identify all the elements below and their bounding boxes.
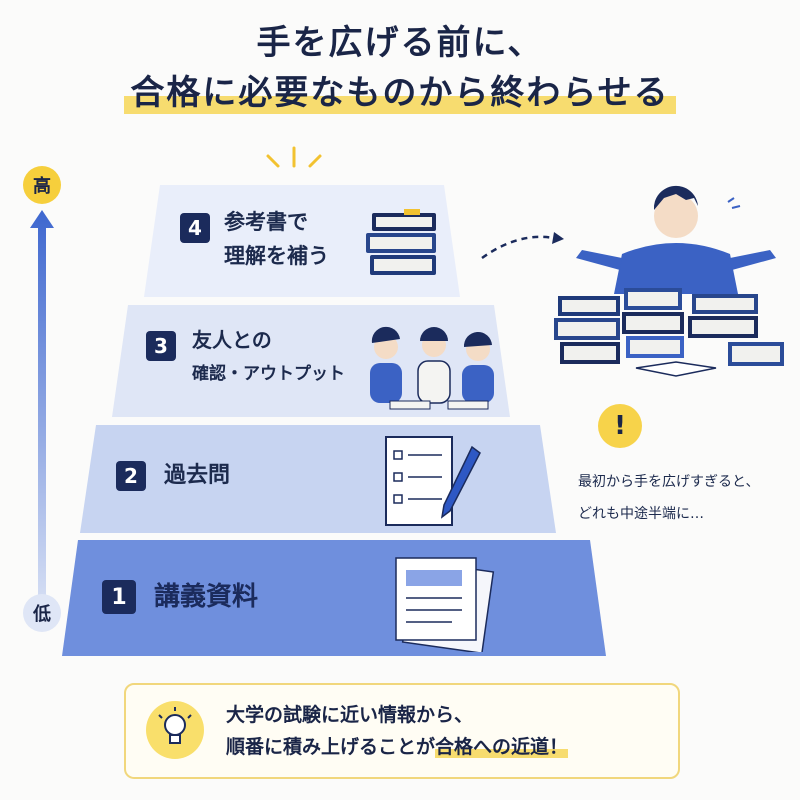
tier-3-badge: 3 [146, 331, 176, 361]
warning-text: 最初から手を広げすぎると、 どれも中途半端に… [578, 466, 798, 530]
message-line-2: 順番に積み上げることが [226, 736, 436, 758]
tier-1: 1 講義資料 [62, 540, 606, 656]
message-highlight: 合格への近道！ [435, 736, 569, 758]
tier-3-label-line-1: 友人との [192, 328, 272, 352]
sparkle-icon [266, 146, 322, 168]
tier-1-badge: 1 [102, 580, 136, 614]
warning-line-1: 最初から手を広げすぎると、 [578, 474, 760, 490]
tier-3-label-line-2: 確認・アウトプット [192, 364, 345, 384]
axis-high-label: 高 [23, 166, 61, 204]
tier-3: 3 友人との 確認・アウトプット [112, 305, 510, 417]
axis-low-label: 低 [23, 594, 61, 632]
tier-2-label: 過去問 [164, 463, 231, 488]
title-line-2: 合格に必要なものから終わらせる [124, 68, 676, 118]
title-line-1: 手を広げる前に、 [256, 23, 544, 63]
dashed-arrow-icon [481, 232, 564, 260]
tier-2-badge: 2 [116, 461, 146, 491]
message-box: 大学の試験に近い情報から、 順番に積み上げることが合格への近道！ [124, 683, 680, 779]
tier-4-badge: 4 [180, 213, 210, 243]
tier-1-label: 講義資料 [154, 582, 259, 612]
lecture-handout-icon [395, 557, 495, 652]
past-exam-icon [385, 436, 481, 526]
warning-line-2: どれも中途半端に… [578, 506, 704, 522]
tier-4: 4 参考書で 理解を補う [144, 185, 460, 297]
axis-arrow-icon [30, 210, 54, 630]
title: 手を広げる前に、 合格に必要なものから終わらせる [0, 18, 800, 118]
overwhelmed-student-icon [554, 185, 784, 377]
tier-2: 2 過去問 [80, 425, 556, 533]
books-stack-icon [366, 209, 436, 275]
tier-4-label-line-2: 理解を補う [224, 244, 329, 268]
message-line-1: 大学の試験に近い情報から、 [226, 704, 474, 726]
study-group-icon [370, 326, 494, 410]
lightbulb-icon [146, 701, 204, 759]
tier-4-label-line-1: 参考書で [224, 210, 308, 234]
warning-icon: ! [598, 404, 642, 448]
